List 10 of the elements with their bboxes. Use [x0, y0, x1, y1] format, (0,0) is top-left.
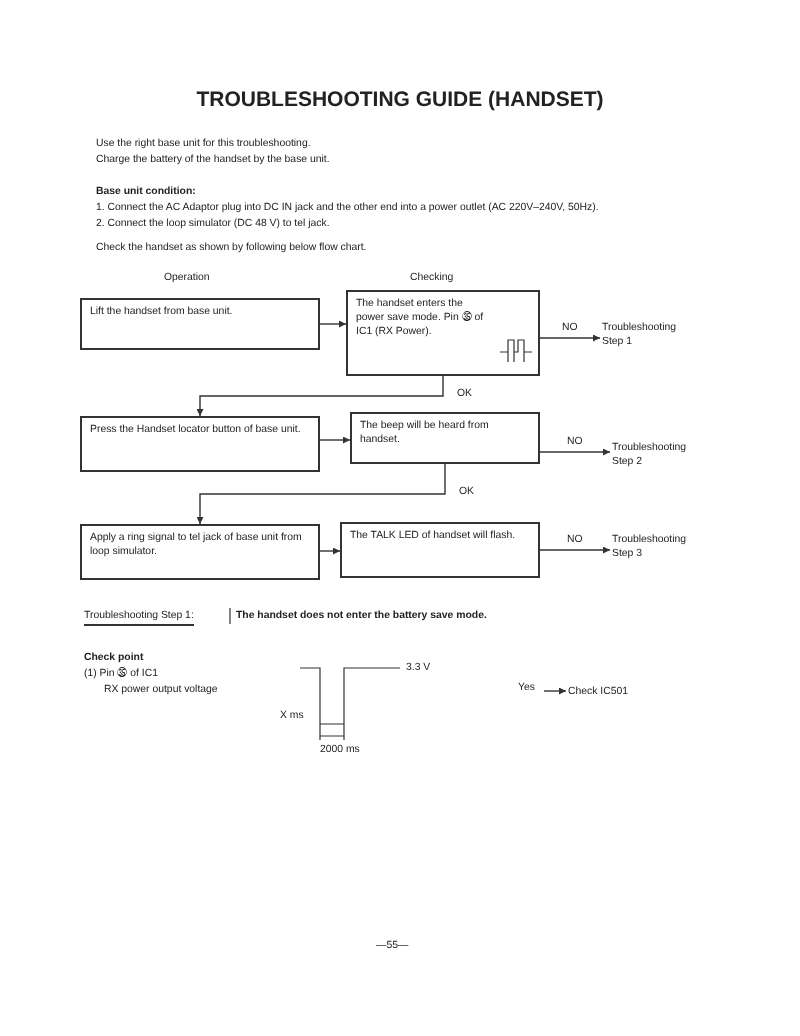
arrow — [539, 448, 611, 456]
arrow — [196, 375, 444, 417]
arrow — [539, 546, 611, 554]
arrow — [319, 320, 347, 328]
arrow — [319, 547, 341, 555]
arrow — [196, 463, 446, 525]
page-title: TROUBLESHOOTING GUIDE (HANDSET) — [194, 88, 606, 115]
arrow — [539, 334, 601, 342]
arrow — [319, 436, 351, 444]
arrow — [543, 687, 567, 695]
